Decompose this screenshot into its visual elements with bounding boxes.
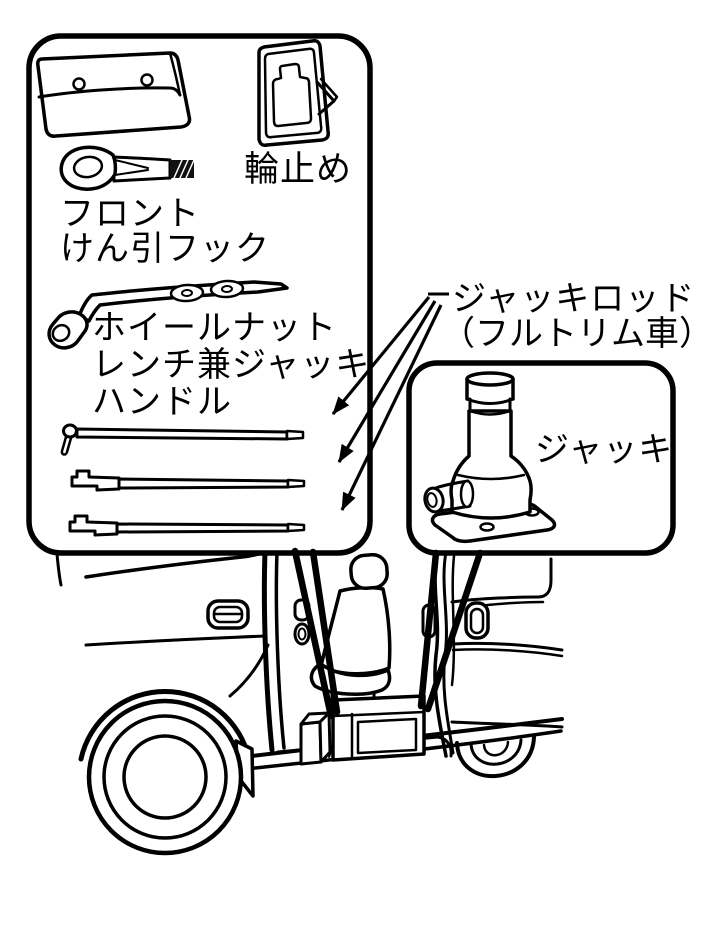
- front-door-handle: [206, 599, 250, 630]
- rear-beltline: [451, 641, 564, 652]
- leader-lines: [291, 547, 484, 720]
- jack-rod-label-line2: （フルトリム車）: [441, 314, 713, 354]
- wheel-arch: [78, 689, 252, 762]
- front-seat: [309, 552, 392, 705]
- tow-hook-label-line1: フロント: [60, 194, 200, 234]
- beltline-lower: [84, 634, 268, 647]
- tow-hook-icon: [59, 145, 195, 191]
- wrench-label-line2: レンチ兼ジャッキ: [92, 345, 371, 385]
- front-wheel: [78, 643, 270, 856]
- sliding-door-window: [450, 557, 553, 604]
- b-pillar-inner: [274, 550, 286, 750]
- jack-leader-line: [417, 549, 440, 710]
- tow-hook-label-line2: けん引フック: [60, 229, 270, 269]
- front-edge-line: [55, 552, 63, 587]
- wheel-chock-label: 輪止め: [244, 150, 353, 190]
- wheel-nut-wrench-icon: [47, 279, 289, 350]
- vehicle-illustration: [55, 549, 564, 856]
- arrow-to-rod-2: [337, 300, 437, 463]
- bottle-jack-icon: [423, 371, 557, 544]
- arrow-to-rod-3: [340, 304, 443, 511]
- jack-rod-arrows: [331, 292, 449, 511]
- wrench-label-line3: ハンドル: [92, 382, 232, 422]
- tool-kit-contents: [36, 39, 339, 537]
- jack-label: ジャッキ: [535, 430, 674, 470]
- under-seat-storage: [299, 694, 426, 766]
- arrow-to-rod-1: [331, 295, 431, 416]
- wheel-chock-icon: [257, 39, 339, 147]
- jack-rod-icon: [68, 514, 306, 537]
- jack-rod-label-line1: ジャッキロッド: [452, 279, 696, 319]
- toolkit-leader-line: [291, 547, 335, 720]
- wrench-label-line1: ホイールナット: [92, 308, 337, 348]
- jack-rod-icon: [60, 423, 305, 456]
- rear-wheel: [455, 735, 536, 778]
- tool-pouch-icon: [36, 51, 192, 138]
- rear-door-handle: [464, 601, 490, 640]
- jack-rod-icon: [70, 469, 306, 492]
